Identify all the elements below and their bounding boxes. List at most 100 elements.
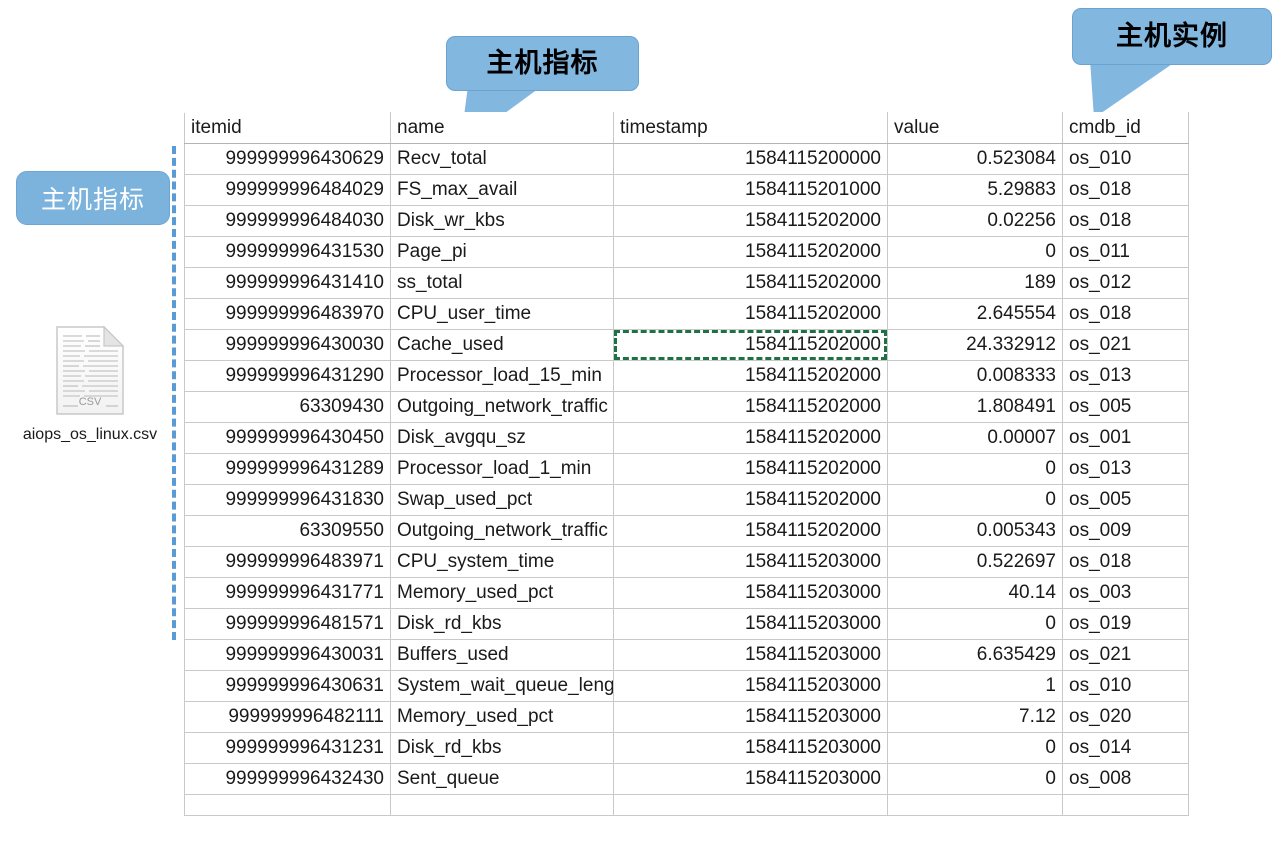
cell-name[interactable]: FS_max_avail [390, 174, 614, 206]
cell-cmdb-id[interactable]: os_012 [1062, 267, 1189, 299]
column-header-name[interactable]: name [390, 112, 614, 144]
cell-value[interactable]: 2.645554 [887, 298, 1063, 330]
cell-name[interactable]: Processor_load_1_min [390, 453, 614, 485]
cell-cmdb-id[interactable]: os_008 [1062, 763, 1189, 795]
cell-name[interactable]: CPU_system_time [390, 546, 614, 578]
cell-name[interactable]: Buffers_used [390, 639, 614, 671]
cell-value[interactable]: 0.522697 [887, 546, 1063, 578]
cell-itemid[interactable]: 999999996431231 [184, 732, 391, 764]
cell-cmdb-id[interactable]: os_005 [1062, 391, 1189, 423]
cell-timestamp[interactable]: 1584115202000 [613, 422, 888, 454]
cell-itemid[interactable]: 999999996483971 [184, 546, 391, 578]
cell-value[interactable]: 24.332912 [887, 329, 1063, 361]
cell-cmdb-id[interactable]: os_021 [1062, 639, 1189, 671]
cell-value[interactable]: 0 [887, 484, 1063, 516]
cell-value[interactable]: 0.005343 [887, 515, 1063, 547]
cell-itemid[interactable]: 999999996431530 [184, 236, 391, 268]
cell-itemid[interactable]: 999999996484029 [184, 174, 391, 206]
cell-timestamp[interactable]: 1584115203000 [613, 732, 888, 764]
cell-cmdb-id[interactable]: os_005 [1062, 484, 1189, 516]
cell-itemid[interactable]: 999999996430030 [184, 329, 391, 361]
cell-cmdb-id[interactable]: os_009 [1062, 515, 1189, 547]
cell-itemid[interactable]: 999999996431771 [184, 577, 391, 609]
cell-empty[interactable] [887, 794, 1063, 816]
cell-timestamp[interactable]: 1584115202000 [613, 205, 888, 237]
column-header-cmdb-id[interactable]: cmdb_id [1062, 112, 1189, 144]
cell-cmdb-id[interactable]: os_003 [1062, 577, 1189, 609]
cell-name[interactable]: Recv_total [390, 143, 614, 175]
cell-cmdb-id[interactable]: os_014 [1062, 732, 1189, 764]
cell-cmdb-id[interactable]: os_018 [1062, 298, 1189, 330]
cell-name[interactable]: Memory_used_pct [390, 701, 614, 733]
cell-cmdb-id[interactable]: os_010 [1062, 143, 1189, 175]
cell-cmdb-id[interactable]: os_013 [1062, 360, 1189, 392]
cell-itemid[interactable]: 63309550 [184, 515, 391, 547]
cell-timestamp[interactable]: 1584115202000 [613, 453, 888, 485]
cell-cmdb-id[interactable]: os_019 [1062, 608, 1189, 640]
cell-value[interactable]: 0 [887, 763, 1063, 795]
cell-value[interactable]: 1 [887, 670, 1063, 702]
cell-name[interactable]: Processor_load_15_min [390, 360, 614, 392]
cell-cmdb-id[interactable]: os_018 [1062, 546, 1189, 578]
cell-timestamp[interactable]: 1584115203000 [613, 608, 888, 640]
cell-value[interactable]: 6.635429 [887, 639, 1063, 671]
cell-empty[interactable] [184, 794, 391, 816]
cell-cmdb-id[interactable]: os_011 [1062, 236, 1189, 268]
cell-timestamp[interactable]: 1584115203000 [613, 577, 888, 609]
cell-itemid[interactable]: 999999996431290 [184, 360, 391, 392]
cell-itemid[interactable]: 999999996484030 [184, 205, 391, 237]
csv-file-item[interactable]: CSV aiops_os_linux.csv [20, 322, 160, 444]
cell-itemid[interactable]: 999999996482111 [184, 701, 391, 733]
cell-timestamp[interactable]: 1584115202000 [613, 360, 888, 392]
cell-value[interactable]: 0 [887, 608, 1063, 640]
cell-value[interactable]: 0 [887, 236, 1063, 268]
cell-value[interactable]: 189 [887, 267, 1063, 299]
cell-name[interactable]: Disk_rd_kbs [390, 732, 614, 764]
cell-timestamp[interactable]: 1584115200000 [613, 143, 888, 175]
cell-value[interactable]: 40.14 [887, 577, 1063, 609]
cell-cmdb-id[interactable]: os_010 [1062, 670, 1189, 702]
cell-cmdb-id[interactable]: os_018 [1062, 174, 1189, 206]
cell-name[interactable]: Disk_avgqu_sz [390, 422, 614, 454]
cell-itemid[interactable]: 999999996430629 [184, 143, 391, 175]
cell-cmdb-id[interactable]: os_001 [1062, 422, 1189, 454]
cell-name[interactable]: Cache_used [390, 329, 614, 361]
cell-value[interactable]: 7.12 [887, 701, 1063, 733]
cell-itemid[interactable]: 999999996431289 [184, 453, 391, 485]
cell-timestamp[interactable]: 1584115201000 [613, 174, 888, 206]
cell-name[interactable]: Disk_wr_kbs [390, 205, 614, 237]
table-row-partial[interactable] [184, 794, 1189, 816]
cell-value[interactable]: 0.00007 [887, 422, 1063, 454]
cell-timestamp[interactable]: 1584115202000 [613, 298, 888, 330]
cell-itemid[interactable]: 999999996483970 [184, 298, 391, 330]
column-header-value[interactable]: value [887, 112, 1063, 144]
cell-name[interactable]: Swap_used_pct [390, 484, 614, 516]
cell-itemid[interactable]: 999999996481571 [184, 608, 391, 640]
cell-empty[interactable] [1062, 794, 1189, 816]
cell-name[interactable]: CPU_user_time [390, 298, 614, 330]
cell-cmdb-id[interactable]: os_021 [1062, 329, 1189, 361]
cell-timestamp[interactable]: 1584115202000 [613, 236, 888, 268]
metrics-table[interactable]: itemid name timestamp value cmdb_id 9999… [184, 112, 1189, 816]
cell-empty[interactable] [613, 794, 888, 816]
cell-timestamp[interactable]: 1584115203000 [613, 546, 888, 578]
cell-value[interactable]: 0.523084 [887, 143, 1063, 175]
cell-timestamp-selected[interactable]: 1584115202000 [613, 329, 888, 361]
cell-timestamp[interactable]: 1584115203000 [613, 763, 888, 795]
cell-value[interactable]: 0.02256 [887, 205, 1063, 237]
